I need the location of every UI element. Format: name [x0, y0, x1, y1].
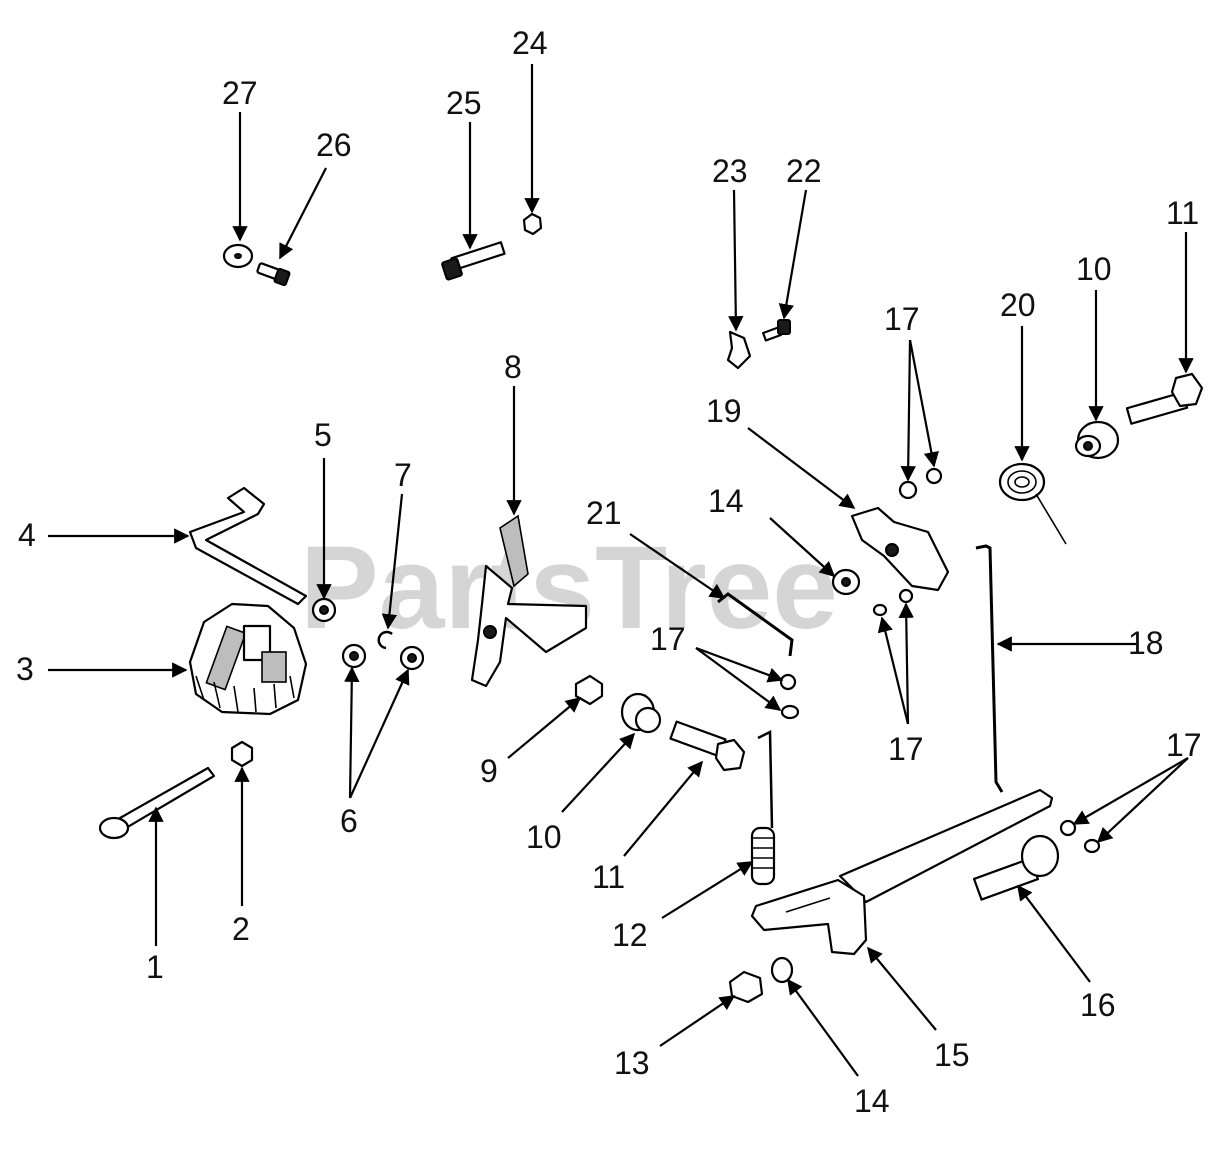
- leader-17d-1: [1072, 757, 1189, 825]
- leader-17d-2: [1096, 757, 1189, 844]
- callout-19: 21: [586, 495, 622, 531]
- leader-7: [381, 493, 404, 630]
- part-22-screw: [762, 319, 791, 342]
- callout-17-right: 17: [1166, 727, 1202, 763]
- leader-19: [629, 533, 726, 599]
- part-17-nut-top-a: [898, 480, 918, 500]
- leader-14-upper: [769, 517, 836, 578]
- callout-24: 24: [512, 25, 548, 61]
- part-10-bushing-low: [620, 692, 662, 734]
- callout-11-low: 11: [592, 859, 625, 895]
- callout-17-top: 17: [884, 301, 920, 337]
- callout-22: 22: [786, 153, 822, 189]
- leader-17c-2: [695, 647, 782, 711]
- leader-12: [661, 861, 754, 919]
- part-17-nut-right-a: [1059, 819, 1077, 837]
- callout-1: 1: [146, 949, 164, 985]
- leader-6-b: [348, 668, 410, 799]
- part-7-retaining-ring: [377, 630, 393, 650]
- callout-12: 12: [612, 917, 648, 953]
- leader-11-low: [623, 760, 703, 857]
- callout-4: 4: [18, 517, 36, 553]
- callout-10-top: 10: [1076, 251, 1112, 287]
- callout-13: 13: [614, 1045, 650, 1081]
- part-21-spring: [998, 462, 1067, 545]
- part-13-nut: [728, 970, 764, 1004]
- leader-9: [507, 697, 582, 759]
- part-24-nut: [522, 212, 543, 236]
- part-12-spring: [750, 729, 776, 886]
- part-18-rod: [975, 544, 1004, 793]
- part-2-nut: [230, 740, 254, 768]
- callout-14-upper: 14: [708, 483, 744, 519]
- leader-6-a: [344, 666, 360, 799]
- callout-27: 27: [222, 75, 258, 111]
- part-27-hole: [234, 253, 242, 259]
- leader-20: [747, 427, 856, 509]
- callout-5: 5: [314, 417, 332, 453]
- callout-18: 18: [1128, 625, 1164, 661]
- part-14-washer-lower: [770, 956, 794, 984]
- part-11-bolt-top: [1125, 372, 1204, 425]
- part-1-bolt: [98, 766, 216, 840]
- leader-17c-1: [695, 646, 784, 683]
- leader-17a-1: [900, 339, 916, 482]
- part-9-nut: [574, 674, 604, 706]
- part-17-washer-low-b: [780, 704, 800, 720]
- leader-10-low: [561, 732, 636, 813]
- callout-20: 19: [706, 393, 742, 429]
- callout-16: 16: [1080, 987, 1116, 1023]
- part-5-hole: [319, 605, 329, 615]
- leader-17b-1: [877, 616, 910, 725]
- callout-10-low: 10: [526, 819, 562, 855]
- part-6-washer-a-hole: [349, 651, 359, 661]
- callout-3: 3: [16, 651, 34, 687]
- callout-25: 25: [446, 85, 482, 121]
- callout-9: 9: [480, 753, 498, 789]
- part-17-nut-low-a: [779, 673, 797, 691]
- callout-14-lower: 14: [854, 1083, 890, 1119]
- callout-7: 7: [394, 457, 412, 493]
- leader-14-lower: [787, 978, 859, 1077]
- callout-21: 20: [1000, 287, 1036, 323]
- part-15-control-lever: [750, 788, 1054, 956]
- part-8-bracket: [470, 514, 588, 688]
- part-11-bolt-low: [669, 720, 746, 772]
- part-23-clip: [726, 330, 752, 370]
- leader-23: [728, 189, 744, 332]
- part-3-gear-knob: [188, 602, 308, 716]
- part-17-washer-mid-a: [872, 603, 888, 617]
- leader-26: [279, 167, 327, 260]
- leader-22: [778, 189, 808, 320]
- callout-11-top: 11: [1166, 195, 1199, 231]
- part-25-bolt: [441, 241, 506, 281]
- part-14-washer-upper-hole: [841, 577, 851, 587]
- callout-17-low: 17: [650, 621, 686, 657]
- part-16-shoulder-bolt: [972, 834, 1060, 901]
- part-17-nut-mid-b: [898, 588, 914, 604]
- callout-2: 2: [232, 911, 250, 947]
- part-26-screw: [256, 262, 291, 287]
- callout-26: 26: [316, 127, 352, 163]
- callout-17-mid: 17: [888, 731, 924, 767]
- callout-6: 6: [340, 803, 358, 839]
- part-4-shift-lever: [188, 486, 308, 606]
- part-10-bushing-top: [1074, 420, 1120, 460]
- callout-23: 23: [712, 153, 748, 189]
- part-17-washer-right-b: [1083, 838, 1101, 854]
- part-20-hole: [885, 543, 899, 557]
- callout-8: 8: [504, 349, 522, 385]
- part-6-washer-b-hole: [407, 653, 417, 663]
- leader-17a-2: [908, 339, 939, 468]
- leader-17b-2: [898, 602, 914, 725]
- part-20-bracket: [850, 506, 950, 592]
- leader-16: [1017, 884, 1091, 983]
- leader-15: [867, 946, 937, 1031]
- callout-15: 15: [934, 1037, 970, 1073]
- part-17-nut-top-b: [925, 467, 943, 485]
- leader-13: [659, 995, 736, 1047]
